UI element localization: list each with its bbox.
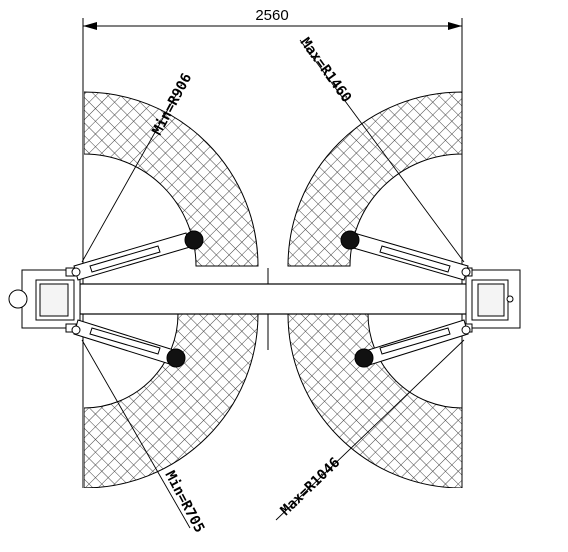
swing-area-bottom-left <box>84 313 259 488</box>
width-dimension <box>83 22 462 30</box>
swing-area-top-right <box>287 91 462 267</box>
swing-area-top-left <box>84 91 259 267</box>
swing-area-bottom-right <box>287 313 462 488</box>
arrowhead-left <box>83 22 97 30</box>
left-column <box>8 267 81 333</box>
radius-leaders <box>81 39 465 529</box>
cross-beam <box>79 283 471 315</box>
lift-pads <box>166 230 374 368</box>
radius-label-bottom-left: Min=R705 <box>161 468 207 535</box>
left-power-unit-icon <box>8 289 28 309</box>
right-column <box>461 267 521 333</box>
lift-arm-top-left <box>71 232 191 281</box>
lift-pad-top-left <box>184 230 204 250</box>
radius-label-top-right: Max=R1460 <box>297 35 355 106</box>
lift-pad-bottom-left <box>166 348 186 368</box>
lift-arm-top-right <box>349 232 471 281</box>
lift-arm-bottom-left <box>71 319 181 367</box>
lift-pad-bottom-right <box>354 348 374 368</box>
lift-arm-bottom-right <box>361 319 471 367</box>
arrowhead-right <box>448 22 462 30</box>
width-dimension-label: 2560 <box>255 7 288 24</box>
radius-label-bottom-right: Max=R1046 <box>278 455 344 519</box>
lift-pad-top-right <box>340 230 360 250</box>
